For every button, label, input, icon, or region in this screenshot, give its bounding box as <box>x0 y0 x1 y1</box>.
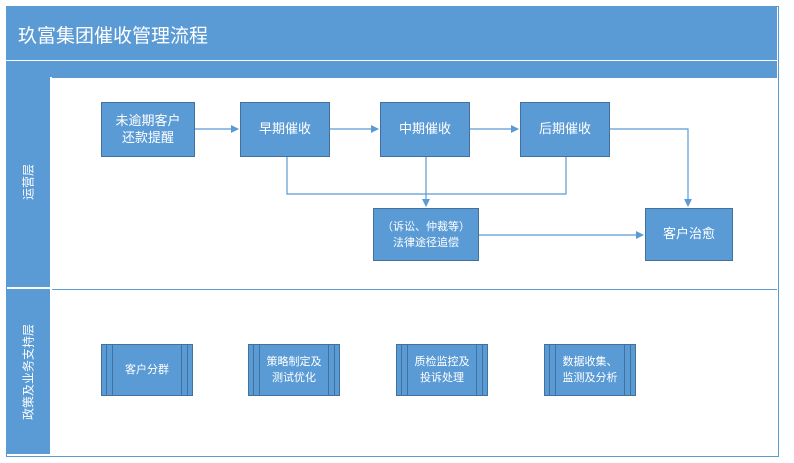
diagram-title: 玖富集团催收管理流程 <box>18 25 209 47</box>
title-bar: 玖富集团催收管理流程 <box>6 6 777 60</box>
node-late: 后期催收 <box>520 102 610 157</box>
lane-header-support: 政策及业务支持层 <box>6 289 50 454</box>
support-qa-label: 质检监控及 投诉处理 <box>414 355 470 384</box>
support-data: 数据收集、 监测及分析 <box>544 344 636 396</box>
support-qa: 质检监控及 投诉处理 <box>396 344 488 396</box>
node-legal: （诉讼、仲裁等） 法律途径追偿 <box>373 208 479 261</box>
support-segment-label: 客户分群 <box>125 363 169 376</box>
node-cure: 客户治愈 <box>645 208 733 261</box>
support-strategy: 策略制定及 测试优化 <box>248 344 340 396</box>
support-strategy-label: 策略制定及 测试优化 <box>266 355 322 384</box>
node-early: 早期催收 <box>240 102 330 157</box>
arrow-late-to-cure <box>610 128 692 207</box>
header-band <box>6 60 777 77</box>
node-mid: 中期催收 <box>380 102 470 157</box>
support-segment: 客户分群 <box>101 344 193 396</box>
lane-header-ops: 运营层 <box>6 77 50 287</box>
node-remind: 未逾期客户 还款提醒 <box>101 102 195 157</box>
support-data-label: 数据收集、 监测及分析 <box>562 355 618 384</box>
